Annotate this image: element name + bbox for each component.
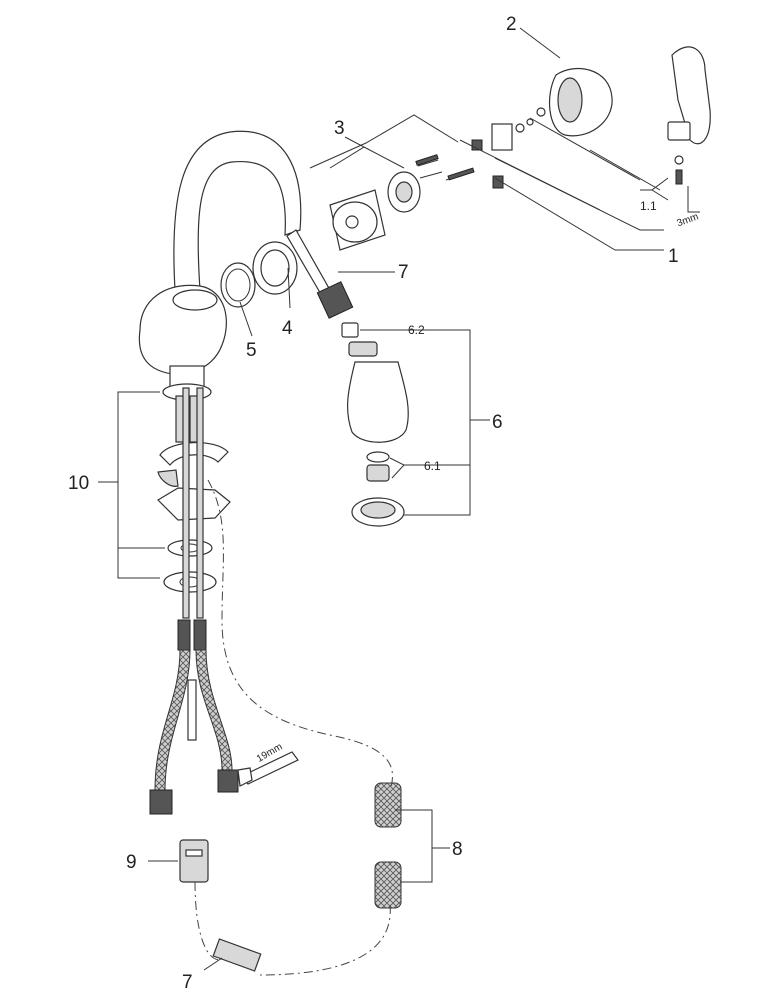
hose-route <box>194 479 393 976</box>
handle-assembly <box>471 46 711 213</box>
callout-5: 5 <box>246 340 257 361</box>
quick-connector <box>179 839 209 883</box>
callout-9: 9 <box>126 852 137 873</box>
callout-10: 10 <box>68 473 89 494</box>
callout-6-2: 6.2 <box>408 323 425 337</box>
callout-1-1: 1.1 <box>640 199 657 213</box>
callout-7-bottom: 7 <box>182 972 193 993</box>
leader-lines <box>98 27 669 971</box>
spout-hose <box>286 229 354 319</box>
mounting-hardware <box>157 387 231 619</box>
hex-key-size-label: 3mm <box>675 211 700 229</box>
supply-hoses <box>149 619 299 815</box>
callout-8: 8 <box>452 839 463 860</box>
callout-7-top: 7 <box>398 262 409 283</box>
hose-weights <box>374 782 402 909</box>
cartridge-assembly <box>220 154 475 308</box>
callout-1: 1 <box>668 246 679 267</box>
callout-3: 3 <box>334 118 345 139</box>
spray-head <box>341 322 409 527</box>
callout-6-1: 6.1 <box>424 459 441 473</box>
hose-end <box>212 938 262 972</box>
callout-4: 4 <box>282 318 293 339</box>
callout-6: 6 <box>492 412 503 433</box>
callout-2: 2 <box>506 14 517 35</box>
